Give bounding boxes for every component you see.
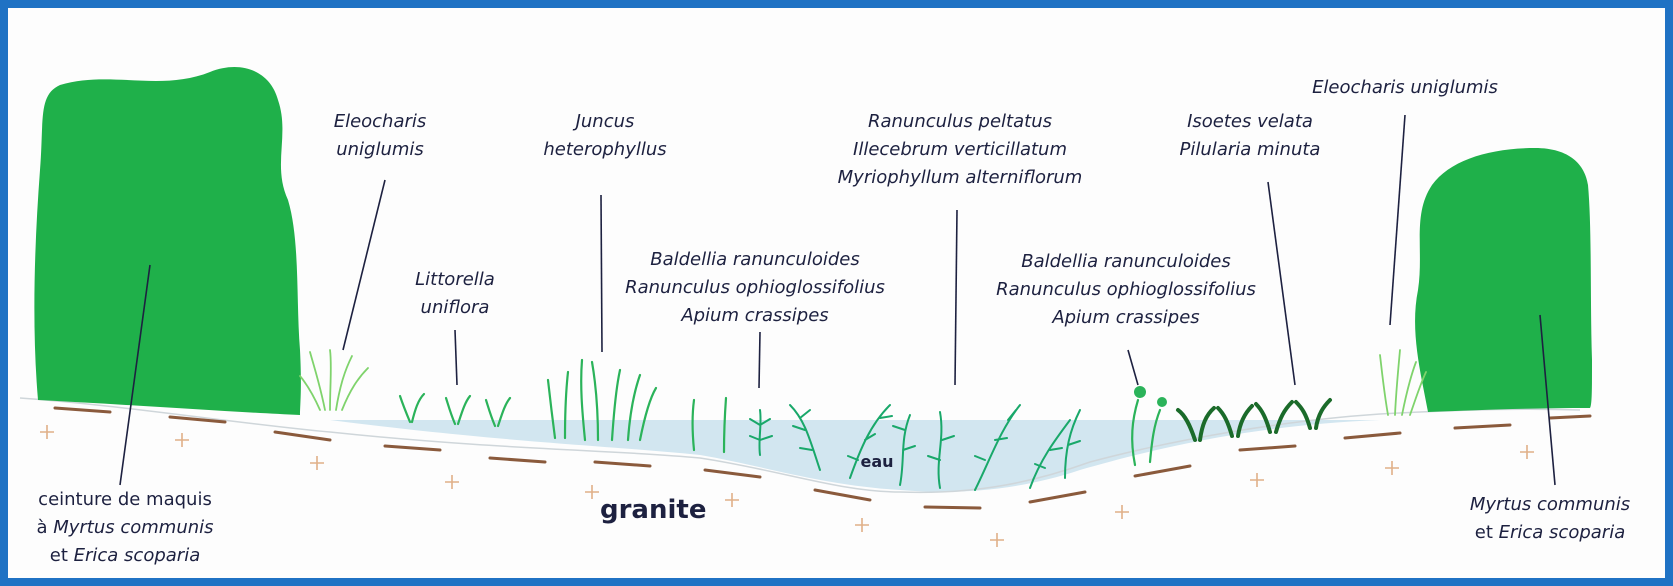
label-illecebrum: Illecebrum verticillatum <box>853 139 1067 160</box>
eleocharis-left-plants <box>300 350 368 410</box>
label-apium-left: Apium crassipes <box>680 305 828 326</box>
left-shrub <box>34 67 301 415</box>
label-ranunculus-oph-left: Ranunculus ophioglossifolius <box>625 277 885 298</box>
label-eleocharis-left-2: uniglumis <box>336 139 424 160</box>
label-maquis-1: ceinture de maquis <box>38 489 212 510</box>
label-ranunculus-peltatus: Ranunculus peltatus <box>868 111 1052 132</box>
label-juncus-2: heterophyllus <box>543 139 666 160</box>
label-eleocharis-left-1: Eleocharis <box>334 111 427 132</box>
label-eau: eau <box>860 452 893 471</box>
label-baldellia-left: Baldellia ranunculoides <box>650 249 860 270</box>
label-apium-right: Apium crassipes <box>1051 307 1199 328</box>
label-myrtus-right-1: Myrtus communis <box>1470 494 1630 515</box>
label-myriophyllum: Myriophyllum alterniflorum <box>838 167 1083 188</box>
label-littorella-2: uniflora <box>421 297 490 318</box>
label-myrtus-right-2: et Erica scoparia <box>1475 522 1625 543</box>
label-pilularia: Pilularia minuta <box>1180 139 1321 160</box>
label-maquis-2: à Myrtus communis <box>36 517 213 538</box>
label-baldellia-right: Baldellia ranunculoides <box>1021 251 1231 272</box>
label-eleocharis-right: Eleocharis uniglumis <box>1312 77 1498 98</box>
label-littorella-1: Littorella <box>415 269 495 290</box>
label-juncus-1: Juncus <box>573 111 635 132</box>
label-isoetes: Isoetes velata <box>1187 111 1313 132</box>
label-ranunculus-oph-right: Ranunculus ophioglossifolius <box>996 279 1256 300</box>
label-granite: granite <box>600 495 706 525</box>
label-maquis-3: et Erica scoparia <box>50 545 200 566</box>
right-shrub <box>1415 148 1592 412</box>
water-body <box>330 420 1380 492</box>
